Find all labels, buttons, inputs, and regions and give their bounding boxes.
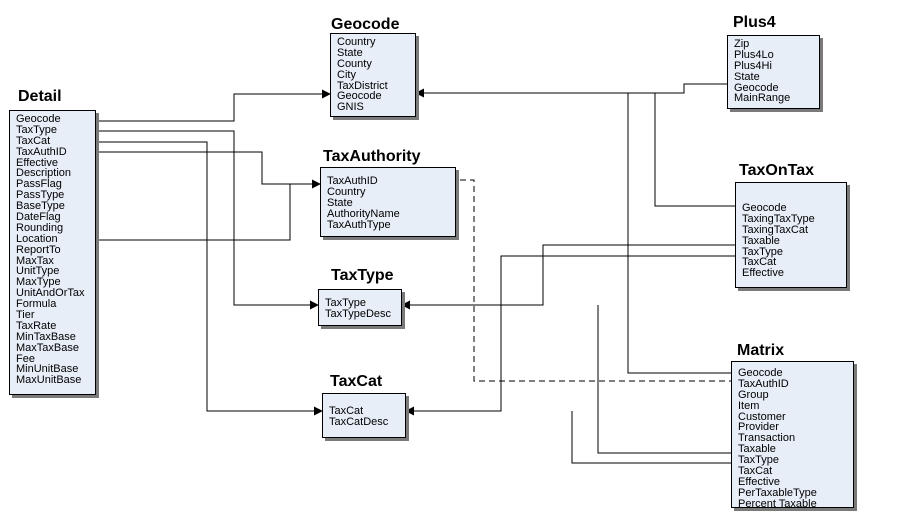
connector-detail-geocode xyxy=(96,89,331,122)
connector-matrix-taxauthid xyxy=(419,175,735,382)
entity-field: Tier xyxy=(16,309,35,322)
entity-field: TaxAuthID xyxy=(327,175,378,187)
entity-title: Plus4 xyxy=(733,14,776,31)
entity-field: Fee xyxy=(16,352,35,365)
connector-plus4-geocode xyxy=(415,83,727,98)
entity-field: Zip xyxy=(734,38,750,50)
entity-field: UnitAndOrTax xyxy=(16,287,85,300)
entity-field: Location xyxy=(16,232,58,245)
entity-field: Taxable xyxy=(738,443,776,456)
entity-field: MaxTaxBase xyxy=(16,341,79,354)
entity-field: TaxAuthType xyxy=(327,218,391,231)
entity-field: Geocode xyxy=(734,81,779,94)
entity-field: TaxType xyxy=(738,454,779,467)
entity-field: MinTaxBase xyxy=(16,330,76,343)
entity-field: TaxType xyxy=(742,245,783,258)
entity-field: Transaction xyxy=(738,432,796,445)
entity-field: MinUnitBase xyxy=(16,363,79,376)
connector-taxontax-taxcat xyxy=(405,255,735,416)
connector-detail-taxcat xyxy=(96,141,323,416)
entity-field: Geocode xyxy=(16,113,61,125)
entity-field: TaxCat xyxy=(742,256,777,269)
entity-field: Plus4Lo xyxy=(734,48,774,61)
entity-field: Geocode xyxy=(738,367,783,379)
entity-field: TaxType xyxy=(325,297,366,309)
connector-matrix-taxtype xyxy=(597,305,735,454)
entity-field: Country xyxy=(337,36,376,48)
entity-field: AuthorityName xyxy=(327,207,400,220)
entity-field: Taxable xyxy=(742,234,780,247)
entity-field: MainRange xyxy=(734,92,791,105)
entity-field: PerTaxableType xyxy=(738,486,817,499)
connector-detail-taxtype xyxy=(96,130,319,310)
entity-title: TaxType xyxy=(331,267,394,284)
entity-field: Item xyxy=(738,399,760,412)
entity-field: Percent Taxable xyxy=(738,497,817,510)
entity-field: TaxRate xyxy=(16,319,57,332)
entity-field: Formula xyxy=(16,298,57,311)
entity-field: TaxCat xyxy=(329,405,364,417)
connector-matrix-geocode xyxy=(627,93,735,374)
entity-field: Effective xyxy=(742,267,784,280)
entity-field: BaseType xyxy=(16,200,65,213)
entity-field: TaxCat xyxy=(738,465,773,478)
entity-title: TaxOnTax xyxy=(739,162,814,179)
entity-field: Description xyxy=(16,167,72,180)
connector-matrix-taxcat xyxy=(571,411,735,464)
entity-field: Geocode xyxy=(337,90,382,103)
entity-field: Provider xyxy=(738,421,779,434)
entity-title: Detail xyxy=(18,88,62,105)
entity-field: Effective xyxy=(738,475,780,488)
entity-field: State xyxy=(327,196,353,209)
entity-field: TaxCat xyxy=(16,134,51,147)
entity-field: GNIS xyxy=(337,101,364,114)
entity-field: TaxAuthID xyxy=(738,377,789,390)
entity-title: TaxCat xyxy=(330,373,383,390)
entity-field: MaxType xyxy=(16,276,61,289)
entity-title: Matrix xyxy=(737,342,785,359)
entity-field: Effective xyxy=(16,156,58,169)
entity-field: Rounding xyxy=(16,221,64,234)
entity-title: TaxAuthority xyxy=(323,148,421,165)
entity-field: TaxingTaxCat xyxy=(742,223,809,236)
connector-taxontax-geocode xyxy=(654,93,735,207)
entity-field: State xyxy=(734,70,760,83)
connector-detail-reportto xyxy=(96,184,291,241)
entity-title: Geocode xyxy=(331,16,400,33)
entity-field: TaxTypeDesc xyxy=(325,307,392,320)
entity-field: PassFlag xyxy=(16,178,62,191)
entity-field: TaxType xyxy=(16,123,57,136)
entity-field: MaxTax xyxy=(16,254,54,267)
entity-field: UnitType xyxy=(16,265,60,278)
entity-field: TaxingTaxType xyxy=(742,212,815,225)
entity-field: DateFlag xyxy=(16,211,61,224)
entity-field: TaxDistrict xyxy=(337,79,388,92)
entity-field: TaxAuthID xyxy=(16,145,67,158)
entity-field: MaxUnitBase xyxy=(16,374,82,387)
entity-field: ReportTo xyxy=(16,243,61,256)
connector-detail-taxauthid xyxy=(96,151,321,189)
entity-field: County xyxy=(337,57,372,70)
connector-taxontax-taxtype xyxy=(401,244,735,310)
entity-field: Group xyxy=(738,388,769,401)
entity-field: Customer xyxy=(738,410,786,423)
entity-field: PassType xyxy=(16,189,65,202)
entity-field: TaxCatDesc xyxy=(329,415,389,428)
entity-field: Plus4Hi xyxy=(734,59,772,72)
entity-field: State xyxy=(337,46,363,59)
entity-field: Geocode xyxy=(742,202,787,214)
entity-field: City xyxy=(337,68,356,81)
entity-field: Country xyxy=(327,185,366,198)
